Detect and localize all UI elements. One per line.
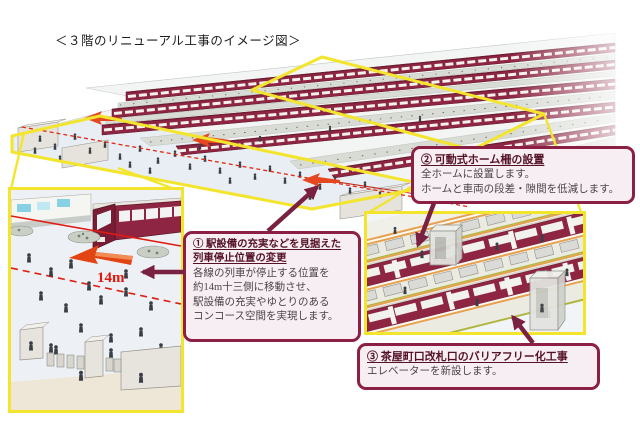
planters: [11, 225, 170, 259]
callout-box-3: ③ 茶屋町口改札口のバリアフリー化工事 エレベーターを新設します。: [357, 343, 600, 390]
callout-box-1: ① 駅設備の充実などを見据えた 列車停止位置の変更 各線の列車が停止する位置を …: [183, 231, 361, 342]
callout-2-body-line: 全ホームに設置します。: [421, 169, 536, 181]
callout-1-body-line: 各線の列車が停止する位置を: [193, 267, 330, 279]
concourse-highlight-outline: [10, 114, 434, 211]
callout-1-body-line: 駅設備の充実やゆとりのある: [193, 296, 330, 308]
callout-3-body-line: エレベーターを新設します。: [367, 366, 503, 378]
callout-1-title-line2: 列車停止位置の変更: [193, 253, 287, 265]
callout-1-title-line1: ① 駅設備の充実などを見据えた: [193, 239, 342, 250]
page-title: ＜３階のリニューアル工事のイメージ図＞: [55, 34, 302, 48]
distance-label: 14m: [97, 270, 125, 286]
zoom-line: [9, 132, 26, 190]
platform-bands: [367, 214, 583, 332]
ticket-gates: [11, 321, 181, 410]
zoom-line: [117, 166, 178, 192]
elevator-towers: [429, 224, 566, 332]
callout-box-2: ② 可動式ホーム柵の設置 全ホームに設置します。 ホームと車両の段差・隙間を低減…: [411, 146, 635, 204]
callout-3-title: ③ 茶屋町口改札口のバリアフリー化工事: [367, 351, 568, 363]
callout-2-title: ② 可動式ホーム柵の設置: [421, 154, 545, 166]
callout-1-body-line: 約14m十三側に移動させ、: [193, 282, 317, 294]
right-detail-illustration: [364, 211, 586, 335]
callout-1-body-line: コンコース空間を実現します。: [193, 311, 339, 323]
callout-2-body-line: ホームと車両の段差・隙間を低減します。: [421, 183, 620, 195]
shift-annotation: 14m: [11, 215, 181, 305]
left-detail-illustration: 14m: [8, 187, 184, 413]
